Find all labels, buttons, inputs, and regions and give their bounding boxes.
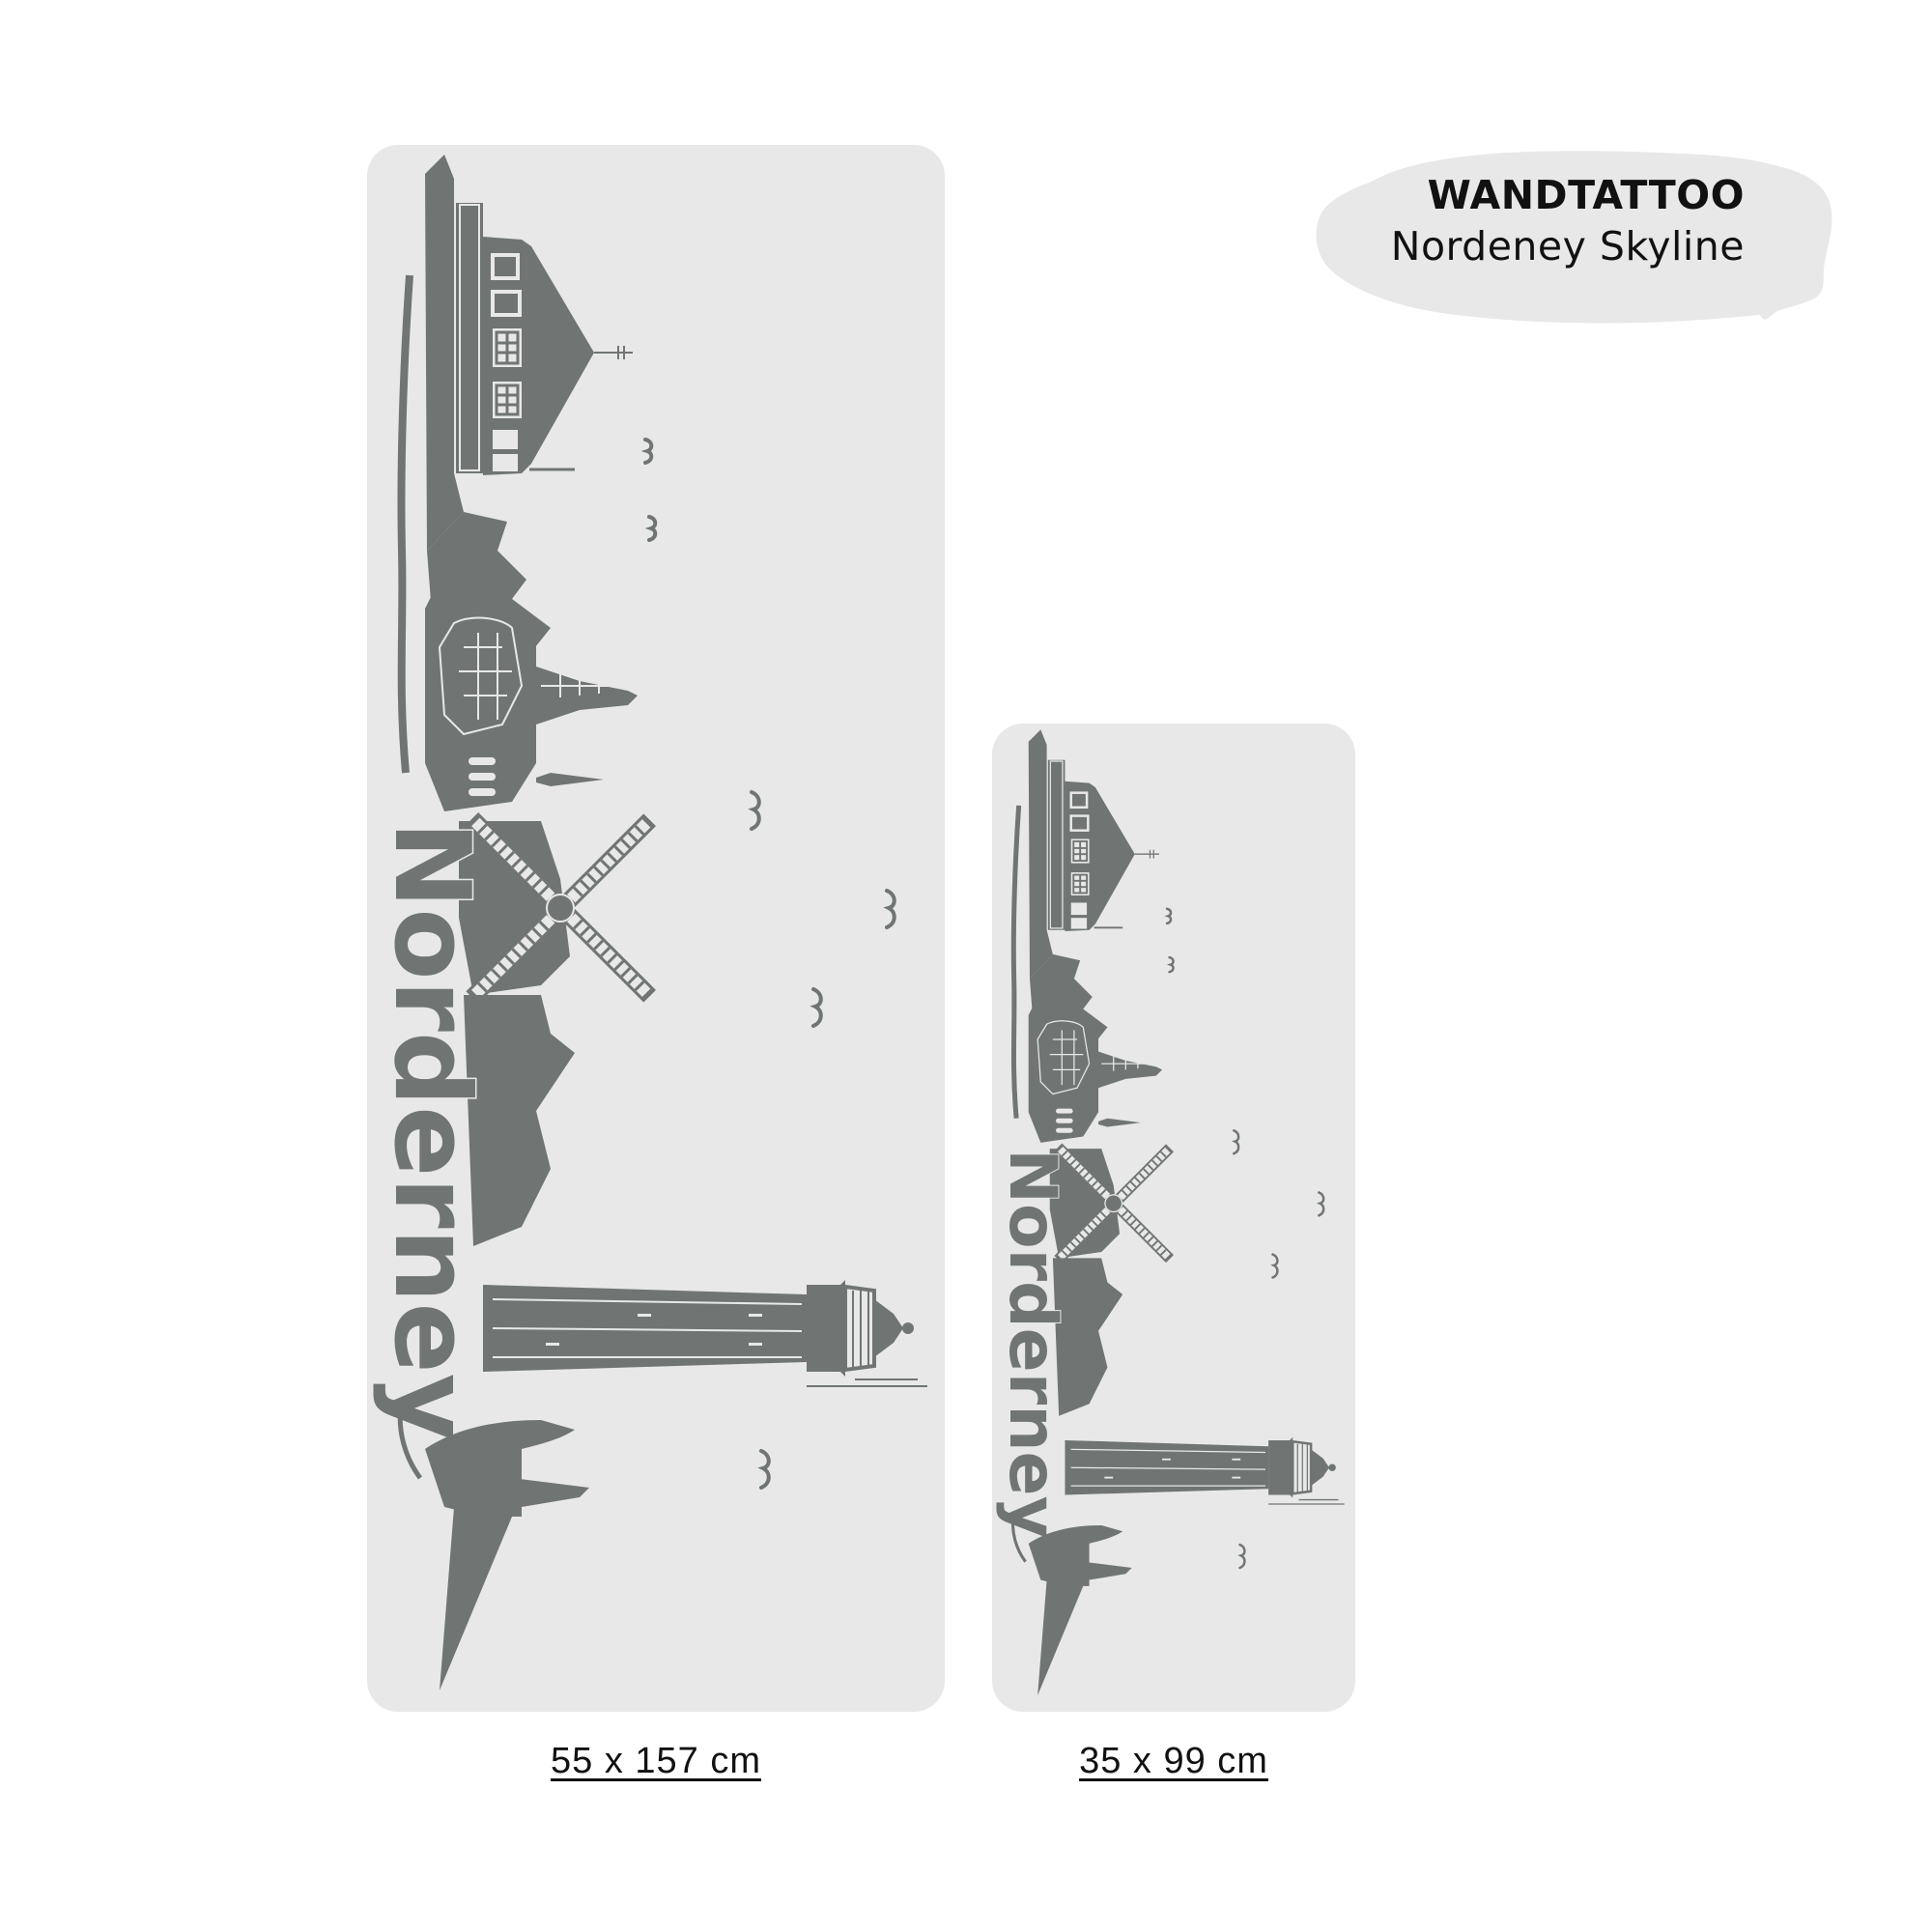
size-option-large[interactable]: 55 x 157 cm (551, 1741, 761, 1781)
decal-preview-large[interactable] (367, 145, 945, 1712)
product-category-title: WANDTATTOO (1427, 172, 1745, 218)
decal-preview-small[interactable] (992, 724, 1355, 1712)
norderney-skyline-decal-large (367, 145, 945, 1712)
product-title-block: WANDTATTOO Nordeney Skyline (1391, 172, 1745, 274)
size-option-small[interactable]: 35 x 99 cm (1079, 1741, 1268, 1781)
product-name-subtitle: Nordeney Skyline (1390, 223, 1745, 270)
norderney-skyline-decal-small (992, 724, 1355, 1712)
brush-stroke-background (1316, 151, 1833, 324)
